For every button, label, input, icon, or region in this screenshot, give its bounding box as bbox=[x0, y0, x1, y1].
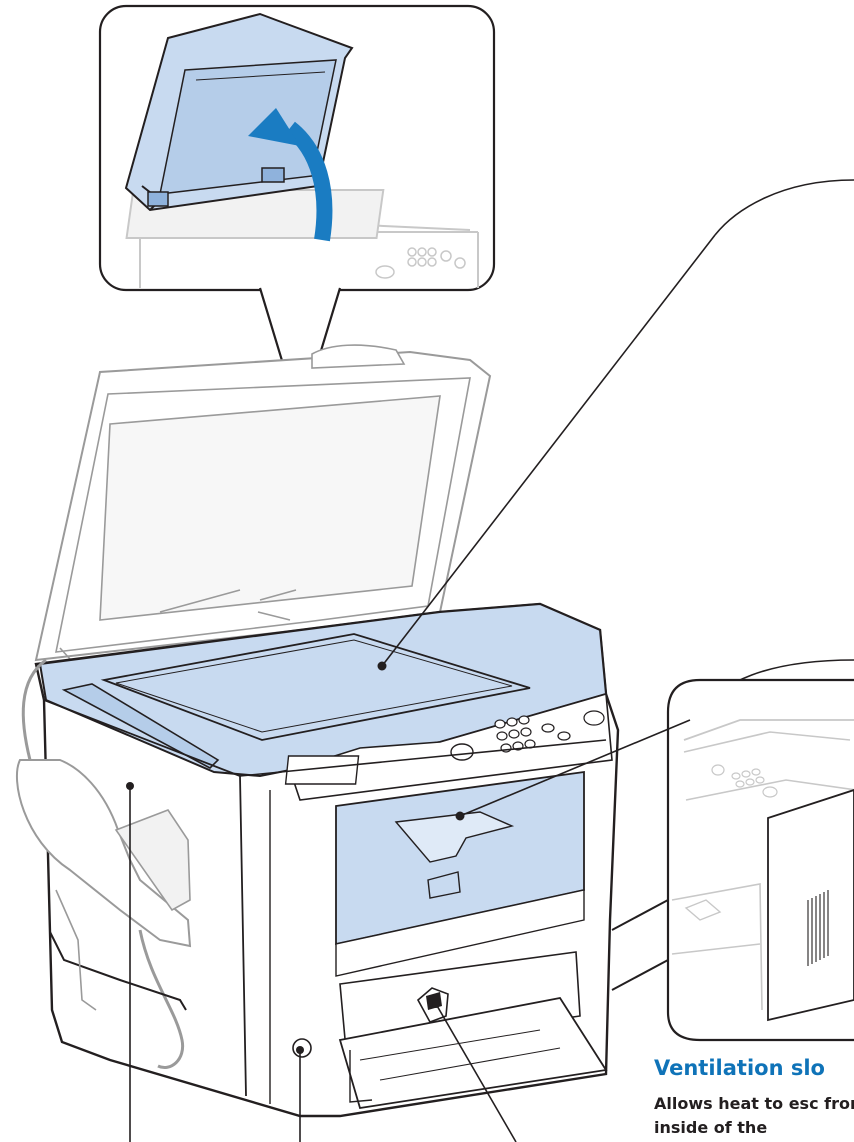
callout-circle-arc-top bbox=[714, 179, 854, 236]
feeder-inset bbox=[98, 4, 496, 292]
main-machine bbox=[16, 344, 620, 1118]
ventilation-inset bbox=[666, 678, 854, 1042]
leader-lines bbox=[129, 234, 716, 1142]
ventilation-pointer bbox=[611, 899, 669, 991]
ventilation-slots-description: Allows heat to esc from inside of the bbox=[654, 1094, 854, 1137]
leader-dots bbox=[126, 661, 465, 1054]
ventilation-slots-title: Ventilation slo bbox=[654, 1056, 825, 1080]
